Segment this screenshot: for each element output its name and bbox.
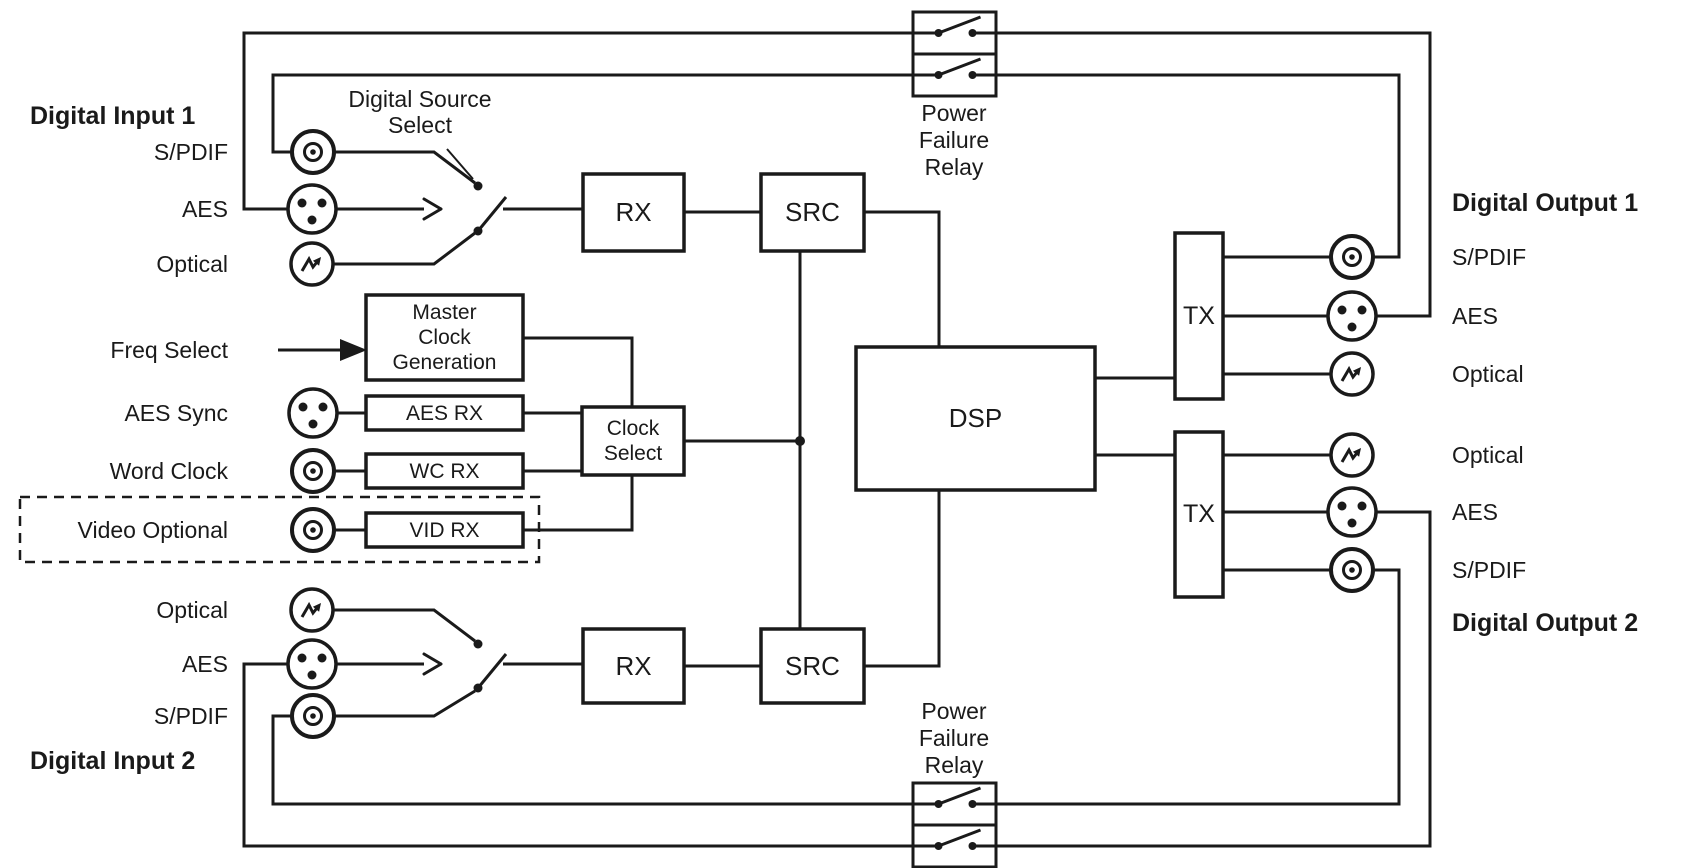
vid-rx-label: VID RX: [409, 518, 480, 542]
digital-input-2-title: Digital Input 2: [30, 747, 196, 775]
aes-input2-label: AES: [181, 651, 228, 677]
aes1-arrowhead: [422, 197, 443, 221]
spdif-input2-icon: [290, 693, 336, 739]
tx1-block: [1173, 231, 1225, 401]
spdif-output1-label: S/PDIF: [1452, 244, 1527, 270]
master-clock-generation-block: [364, 293, 525, 382]
vid-rx-block: [364, 511, 525, 549]
src2-label: SRC: [785, 650, 840, 681]
spdif-input2-label: S/PDIF: [153, 703, 228, 729]
wire-optical2-to-switch: [312, 608, 476, 643]
optical-output2-label: Optical: [1452, 442, 1524, 468]
aes-output1-icon: [1326, 290, 1378, 342]
wire-bypass-spdif2: [271, 568, 1401, 806]
rx2-label: RX: [615, 650, 652, 681]
digital-source-select-label: Digital Source Select: [348, 86, 492, 138]
digital-output-1-title: Digital Output 1: [1452, 189, 1639, 217]
wire-optical1-to-switch: [312, 231, 476, 266]
wc-rx-label: WC RX: [409, 459, 480, 483]
power-failure-relay-bottom-label: Power Failure Relay: [918, 698, 990, 778]
rx1-label: RX: [615, 197, 652, 227]
power-failure-relays: [911, 10, 998, 868]
word-clock-label: Word Clock: [109, 458, 228, 484]
switch2-blade: [476, 653, 508, 689]
wire-bypass-spdif1: [271, 73, 1401, 259]
word-clock-icon: [290, 448, 336, 494]
switch2-contact-bottom: [473, 683, 483, 693]
aes-sync-label: AES Sync: [124, 400, 228, 426]
video-optional-dashed-outline: [18, 495, 541, 564]
wire-spdif2-to-switch: [313, 689, 476, 718]
video-input-icon: [290, 507, 336, 553]
src1-block: [759, 172, 866, 253]
rx2-block: [581, 627, 686, 705]
digital-input-1-title: Digital Input 1: [30, 102, 196, 130]
aes-rx-label: AES RX: [405, 401, 484, 425]
aes-input1-icon: [286, 183, 338, 235]
aes-rx-block: [364, 394, 525, 432]
spdif-output2-icon: [1329, 547, 1375, 593]
wire-bypass-aes2: [242, 510, 1432, 848]
block-layer: [364, 172, 1225, 705]
wire-bypass-aes1: [242, 31, 1432, 318]
wc-rx-block: [364, 452, 525, 490]
aes-sync-icon: [287, 387, 339, 439]
spdif-output1-icon: [1329, 234, 1375, 280]
source-select-leader-line: [446, 148, 474, 180]
wire-vidrx-out: [523, 475, 634, 532]
src1-label: SRC: [785, 197, 840, 227]
switch1-blade: [476, 196, 508, 232]
optical-input2-icon: [289, 587, 335, 633]
tx1-label: TX: [1183, 301, 1215, 330]
spdif-output2-label: S/PDIF: [1452, 557, 1527, 583]
switch1-contact-top: [473, 181, 483, 191]
aes-output2-label: AES: [1452, 499, 1499, 525]
switch1-contact-bottom: [473, 226, 483, 236]
power-failure-relay-top-label: Power Failure Relay: [918, 100, 990, 180]
junction-layer: [340, 181, 805, 693]
wire-src2-dsp: [864, 490, 941, 668]
video-optional-label: Video Optional: [77, 517, 228, 543]
tx2-label: TX: [1183, 500, 1215, 528]
wire-mcg-to-clockselect: [523, 336, 634, 407]
dsp-label: DSP: [948, 403, 1003, 433]
src2-block: [759, 627, 866, 705]
rx1-block: [581, 172, 686, 253]
aes2-arrowhead: [422, 652, 443, 676]
optical-output1-icon: [1329, 351, 1375, 397]
dsp-block: [854, 345, 1097, 492]
aes-output2-icon: [1326, 486, 1378, 538]
wire-src1-dsp: [864, 210, 941, 347]
aes-input1-label: AES: [181, 196, 228, 222]
wire-layer: [242, 31, 1432, 848]
junction-dot-clock-bus: [795, 436, 805, 446]
aes-output1-label: AES: [1452, 303, 1499, 329]
switch2-contact-top: [473, 639, 483, 649]
master-clock-generation-label: Master Clock Generation: [392, 301, 497, 374]
aes-input2-icon: [286, 638, 338, 690]
freq-select-arrowhead: [340, 339, 367, 361]
optical-input1-label: Optical: [156, 251, 228, 277]
spdif-input1-icon: [290, 129, 336, 175]
optical-output1-label: Optical: [1452, 361, 1524, 387]
tx2-block: [1173, 430, 1225, 599]
freq-select-label: Freq Select: [110, 337, 228, 363]
optical-input1-icon: [289, 241, 335, 287]
optical-input2-label: Optical: [156, 597, 228, 623]
optical-output2-icon: [1329, 432, 1375, 478]
clock-select-label: Clock Select: [603, 417, 663, 465]
wire-spdif1-to-switch: [313, 150, 476, 185]
clock-select-block: [580, 405, 686, 477]
spdif-input1-label: S/PDIF: [153, 139, 228, 165]
digital-output-2-title: Digital Output 2: [1452, 609, 1639, 637]
